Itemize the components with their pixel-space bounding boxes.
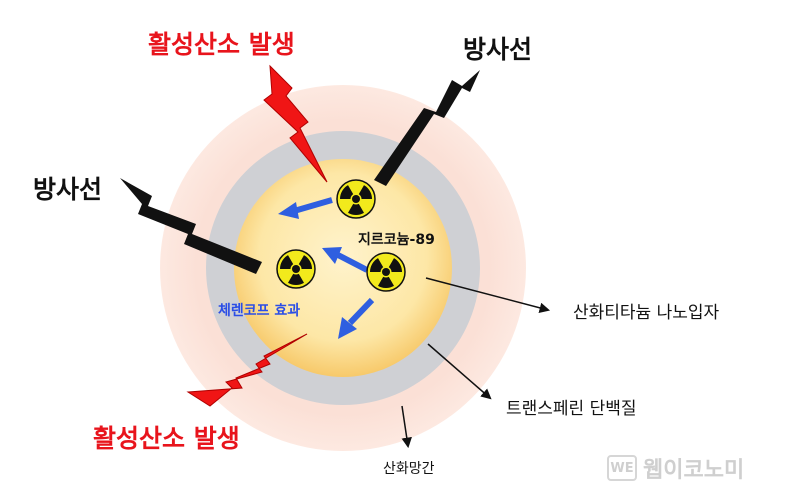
watermark: WE 웹이코노미 (607, 452, 744, 484)
ros-lightning-bolt-top-icon (263, 64, 328, 183)
titania-label: 산화티타늄 나노입자 (573, 303, 720, 323)
pointer-outer-layer (401, 405, 412, 449)
pointer-titania (425, 277, 551, 313)
cherenkov-label: 체렌코프 효과 (218, 303, 301, 319)
radiation-label-right: 방사선 (463, 35, 533, 64)
watermark-logo-icon: WE (607, 455, 637, 481)
outer-layer-label: 산화망간 (383, 461, 435, 477)
cherenkov-arrow-1-icon (293, 197, 333, 214)
cherenkov-arrow-3-icon (347, 297, 375, 326)
cherenkov-arrow-3-head (338, 317, 357, 339)
radiation-label-left: 방사선 (33, 175, 103, 204)
cherenkov-arrow-1-head (278, 202, 299, 219)
radiation-icon-2 (276, 249, 316, 289)
radiation-icon-1 (336, 179, 376, 219)
transferrin-label: 트랜스페린 단백질 (506, 399, 637, 419)
radiation-lightning-bolt-right-icon (374, 70, 480, 186)
pointer-transferrin (427, 343, 492, 400)
cherenkov-arrow-2-head (322, 247, 342, 264)
radiation-icon-3 (366, 252, 406, 292)
ros-label-top: 활성산소 발생 (148, 30, 295, 59)
watermark-text: 웹이코노미 (643, 458, 745, 483)
cherenkov-arrow-2-icon (336, 252, 369, 273)
ros-label-bottom: 활성산소 발생 (93, 424, 240, 453)
ros-lightning-bolt-bottom-icon (186, 333, 308, 407)
zirconium-label: 지르코늄-89 (358, 232, 435, 248)
radiation-lightning-bolt-left-icon (120, 178, 262, 274)
